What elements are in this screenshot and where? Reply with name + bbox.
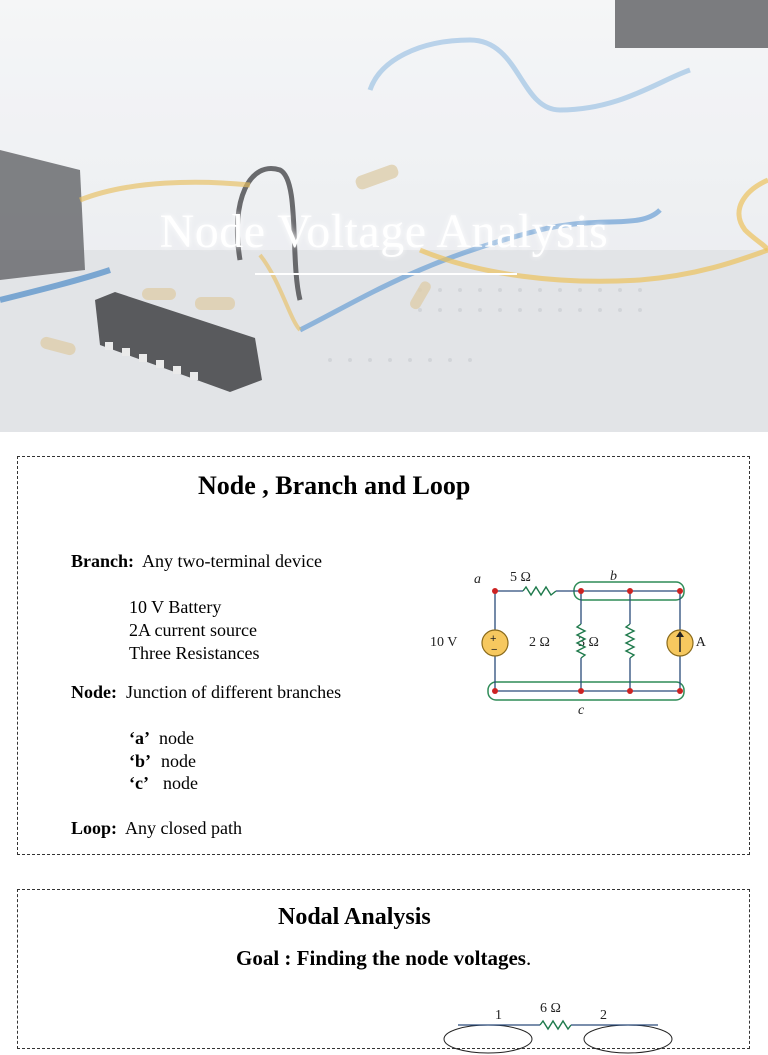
label-r-series: 5 Ω xyxy=(510,570,531,585)
label-node-c: c xyxy=(578,703,585,718)
node-item: ‘a’ node xyxy=(129,728,194,749)
node-item-name: ‘c’ xyxy=(129,773,149,793)
branch-text: Any two-terminal device xyxy=(142,551,322,571)
branch-item: 2A current source xyxy=(129,620,257,640)
resistor-5-ohm xyxy=(522,585,557,597)
resistor-2-ohm xyxy=(575,623,587,659)
node-item: ‘b’ node xyxy=(129,751,196,772)
node-item-suffix: node xyxy=(159,728,194,748)
label-node-a: a xyxy=(474,572,481,587)
hero-title: Node Voltage Analysis xyxy=(159,205,609,258)
branch-item: Three Resistances xyxy=(129,643,260,663)
label-node-2: 2 xyxy=(600,1008,607,1023)
label-r-series: 6 Ω xyxy=(540,1001,561,1016)
label-source-v: 10 V xyxy=(430,635,457,650)
slide1-title: Node , Branch and Loop xyxy=(198,471,471,500)
label-r-left: 2 Ω xyxy=(529,635,550,650)
breadboard-photo xyxy=(0,0,768,432)
node-definition: Node: Junction of different branches xyxy=(71,682,341,703)
resistor-3-ohm xyxy=(624,623,636,659)
branch-label: Branch: xyxy=(71,551,134,571)
nodal-circuit-diagram: 1 2 6 Ω xyxy=(443,1001,673,1054)
loop-text: Any closed path xyxy=(125,818,243,838)
circuit-diagram: a b c 5 Ω 2 Ω 3 Ω 10 V 2 A xyxy=(430,569,707,718)
slide2-title: Nodal Analysis xyxy=(278,904,431,930)
node-item-suffix: node xyxy=(163,773,198,793)
node-label: Node: xyxy=(71,682,117,702)
node-text: Junction of different branches xyxy=(126,682,342,702)
loop-definition: Loop: Any closed path xyxy=(71,818,242,839)
slide-node-branch-loop: Node , Branch and Loop Branch: Any two-t… xyxy=(17,456,750,855)
branch-item: 10 V Battery xyxy=(129,597,222,617)
goal-text: Goal : Finding the node voltages xyxy=(236,946,526,970)
svg-text:+: + xyxy=(490,633,496,645)
node-c-outline xyxy=(487,681,685,701)
hero-title-underline xyxy=(255,273,517,275)
loop-label: Loop: xyxy=(71,818,118,838)
label-node-b: b xyxy=(610,569,617,584)
slide2-goal: Goal : Finding the node voltages. xyxy=(236,946,531,971)
node-item: ‘c’ node xyxy=(129,773,198,794)
voltage-source xyxy=(481,629,509,657)
node-item-name: ‘a’ xyxy=(129,728,150,748)
slide-nodal-analysis: Nodal Analysis Goal : Finding the node v… xyxy=(17,889,750,1054)
svg-text:−: − xyxy=(491,644,497,656)
label-node-1: 1 xyxy=(495,1008,502,1023)
goal-period: . xyxy=(525,946,532,970)
node-item-suffix: node xyxy=(161,751,196,771)
hero-banner: Node Voltage Analysis xyxy=(0,0,768,432)
node-item-name: ‘b’ xyxy=(129,751,151,771)
branch-definition: Branch: Any two-terminal device xyxy=(71,551,322,572)
